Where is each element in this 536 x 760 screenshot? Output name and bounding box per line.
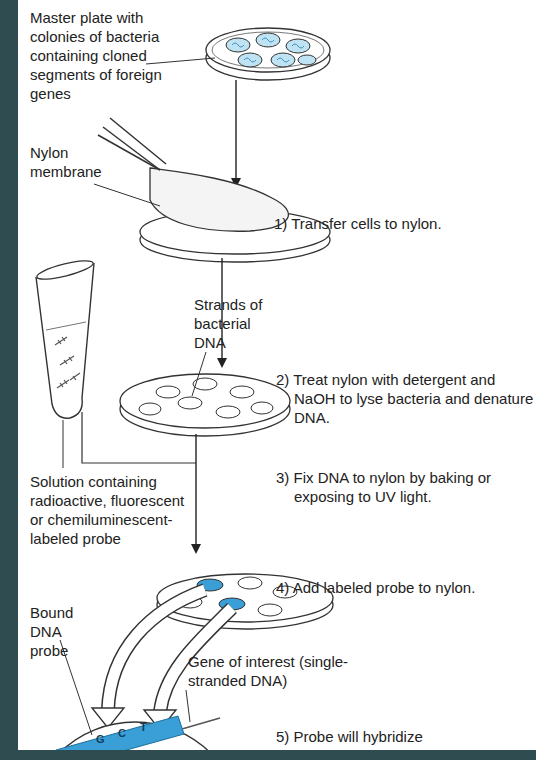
dna-squiggle: [244, 58, 256, 62]
leader-line: [186, 690, 190, 722]
plate-label: Master plate with colonies of bacteria c…: [30, 8, 180, 103]
step-text: 1) Transfer cells to nylon.: [274, 214, 536, 233]
dna-spot: [258, 604, 282, 616]
step-text: 5) Probe will hybridize: [276, 727, 536, 746]
dna-spot: [238, 577, 262, 589]
leader-line: [146, 58, 215, 64]
dna-spot: [178, 397, 202, 409]
tweezers: [98, 135, 160, 170]
step-text: 2) Treat nylon with detergent and NaOH t…: [276, 370, 534, 427]
dna-squiggle: [292, 44, 304, 48]
dna-label: Strands of bacterial DNA: [194, 295, 284, 352]
nylon-membrane: [120, 374, 290, 428]
colony: [256, 33, 280, 47]
test-tube: [36, 263, 94, 418]
zoom-arrows: [108, 590, 232, 712]
probe-molecule: [55, 337, 67, 345]
dna-spot: [193, 378, 217, 390]
lysed-colonies: [139, 378, 273, 418]
gene-label: Gene of interest (single-stranded DNA): [188, 652, 368, 690]
colony: [271, 53, 295, 67]
liquid-level: [46, 322, 86, 330]
colony: [298, 55, 316, 65]
colony: [226, 38, 250, 52]
step-text: 3) Fix DNA to nylon by baking or exposin…: [276, 468, 534, 506]
colony-dna: [232, 38, 304, 62]
bacterial-colonies: [226, 33, 316, 67]
base-letter: T: [140, 721, 152, 733]
dna-spot: [139, 403, 161, 415]
probe-molecule: [60, 356, 74, 365]
dna-spot: [230, 386, 254, 398]
leader-line: [63, 420, 64, 468]
base-letter: G: [96, 733, 108, 745]
frame-strip: [0, 750, 536, 760]
step-arrow: [195, 434, 196, 552]
dna-spot: [251, 402, 273, 414]
colony: [286, 39, 310, 53]
leader-line: [192, 352, 206, 396]
probe-label: Bound DNA probe: [30, 603, 100, 660]
probe-solution-label: Solution containing radioactive, fluores…: [30, 472, 198, 548]
membrane-label: Nylon membrane: [30, 143, 110, 181]
petri-dish-rim: [212, 32, 324, 68]
step-text: 4) Add labeled probe to nylon.: [276, 578, 536, 597]
bracket-line: [82, 412, 196, 463]
leader-line: [94, 184, 160, 206]
dna-spot: [216, 406, 240, 418]
base-letter: C: [118, 727, 130, 739]
petri-dish: [206, 28, 330, 72]
probe-molecule: [70, 373, 80, 380]
dna-squiggle: [232, 43, 244, 47]
step-arrow: [235, 80, 236, 186]
frame-strip: [0, 0, 18, 760]
nylon-membrane: [150, 168, 288, 231]
dna-squiggle: [277, 58, 289, 62]
probe-molecules: [55, 337, 80, 388]
dna-squiggle: [262, 38, 274, 42]
dna-spot: [156, 386, 180, 398]
probe-molecule: [57, 380, 69, 388]
tweezers: [103, 127, 160, 170]
colony: [238, 53, 262, 67]
test-tube-opening: [35, 257, 94, 283]
